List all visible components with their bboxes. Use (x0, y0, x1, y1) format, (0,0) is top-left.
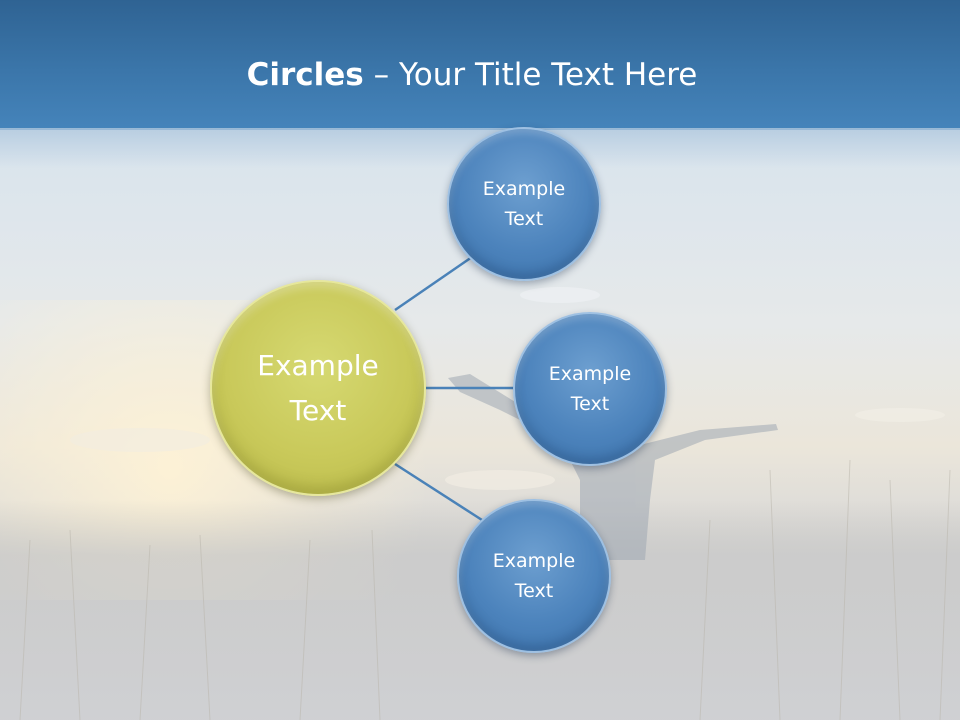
title-bar (0, 0, 960, 130)
satellite-circle-text: Example Text (492, 550, 576, 602)
title-bold: Circles (246, 57, 364, 93)
title-rest: – Your Title Text Here (363, 57, 698, 93)
satellite-circle-bottom[interactable]: Example Text (457, 499, 611, 653)
slide-title[interactable]: Circles – Your Title Text Here (0, 50, 944, 100)
grass-stalks (19, 459, 951, 720)
cloud (520, 287, 600, 303)
connector-bottom (394, 462, 483, 522)
cloud (445, 470, 555, 490)
cloud (855, 408, 945, 422)
satellite-circle-text: Example Text (482, 178, 566, 230)
satellite-circle-text: Example Text (548, 363, 632, 415)
connector-top (394, 255, 473, 312)
center-circle[interactable]: Example Text (210, 280, 426, 496)
cloud (70, 428, 210, 452)
satellite-circle-middle[interactable]: Example Text (513, 312, 667, 466)
satellite-circle-top[interactable]: Example Text (447, 127, 601, 281)
center-circle-text: Example Text (257, 349, 379, 427)
